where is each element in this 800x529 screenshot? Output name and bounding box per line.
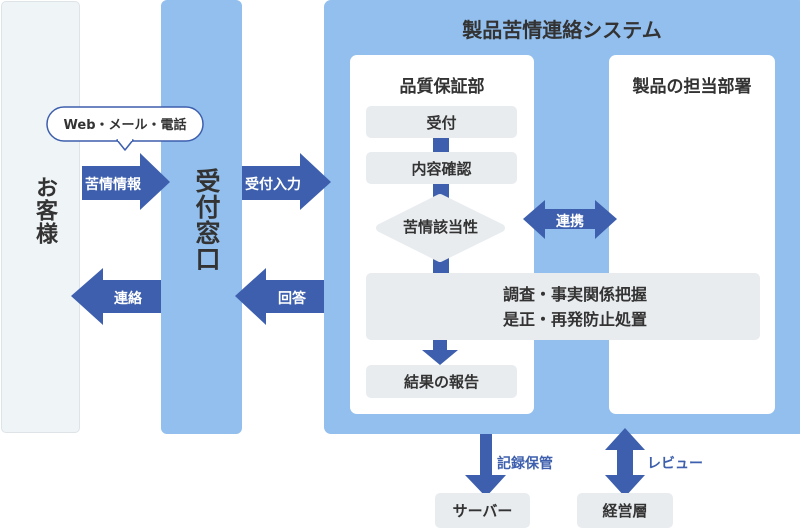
- reception-column: [161, 0, 242, 434]
- product-department-panel: [609, 55, 775, 414]
- contact-label: 連絡: [114, 291, 142, 307]
- customer-label: お客様: [32, 176, 57, 245]
- step-review-label: 内容確認: [411, 159, 472, 178]
- step-decision-label: 苦情該当性: [402, 218, 478, 236]
- server-label: サーバー: [452, 502, 513, 520]
- step-receive-label: 受付: [426, 113, 457, 132]
- reception-label: 受付窓口: [192, 168, 221, 272]
- reply-label: 回答: [278, 291, 306, 307]
- review-arrow: [605, 428, 645, 497]
- complaint-info-label: 苦情情報: [85, 177, 141, 193]
- system-title: 製品苦情連絡システム: [462, 18, 662, 42]
- server-box: サーバー: [435, 493, 530, 528]
- step-report: 結果の報告: [366, 365, 517, 398]
- step-investigate: 調査・事実関係把握 是正・再発防止処置: [366, 273, 760, 340]
- management-label: 経営層: [602, 502, 648, 520]
- product-department-title: 製品の担当部署: [632, 77, 752, 97]
- step-receive: 受付: [366, 106, 517, 138]
- customer-column: [1, 1, 80, 433]
- channels-label: Web・メール・電話: [63, 118, 187, 133]
- input-label: 受付入力: [245, 177, 301, 193]
- step-report-label: 結果の報告: [403, 373, 479, 391]
- management-box: 経営層: [577, 493, 673, 528]
- cooperation-label: 連携: [556, 214, 584, 230]
- record-label: 記録保管: [497, 456, 553, 472]
- review-label: レビュー: [647, 456, 703, 472]
- step-investigate-line1: 調査・事実関係把握: [502, 284, 647, 304]
- qa-department-title: 品質保証部: [399, 77, 485, 97]
- step-review: 内容確認: [366, 152, 517, 184]
- step-investigate-line2: 是正・再発防止処置: [502, 309, 647, 329]
